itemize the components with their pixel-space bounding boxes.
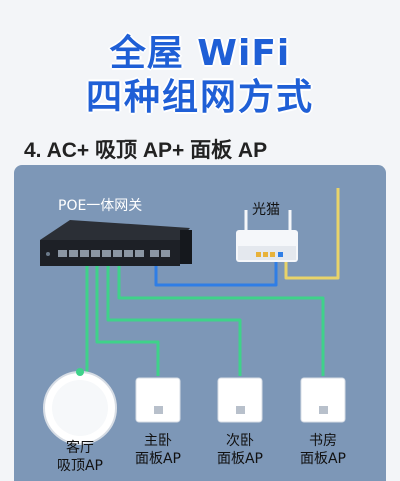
second-ap-type: 面板AP (217, 451, 263, 467)
study-ap-room: 书房 (309, 433, 337, 449)
switch-label: POE一体网关 (58, 198, 142, 214)
ceiling-ap-icon (43, 368, 117, 445)
yellow-cable (284, 188, 340, 280)
poe-switch-icon (40, 220, 192, 266)
green-cable-second (106, 262, 242, 376)
title-line-2: 四种组网方式 (85, 77, 314, 118)
study-panel-ap-icon (300, 377, 346, 423)
ceiling-ap-room: 客厅 (66, 439, 94, 456)
master-ap-room: 主卧 (144, 433, 172, 449)
study-ap-type: 面板AP (300, 451, 346, 467)
ceiling-ap-type: 吸顶AP (57, 458, 103, 474)
blue-cable (154, 262, 278, 287)
section-heading: 4. AC+ 吸顶 AP+ 面板 AP (24, 139, 268, 162)
modem-label: 光猫 (252, 202, 280, 218)
second-panel-ap-icon (217, 377, 263, 423)
cables (85, 188, 340, 376)
modem-icon (236, 210, 298, 262)
green-cable-study (117, 262, 325, 376)
green-cable-master (95, 262, 160, 376)
second-ap-room: 次卧 (226, 433, 254, 449)
title-line-1: 全屋 WiFi (109, 33, 291, 74)
master-ap-type: 面板AP (135, 451, 181, 467)
master-panel-ap-icon (135, 377, 181, 423)
